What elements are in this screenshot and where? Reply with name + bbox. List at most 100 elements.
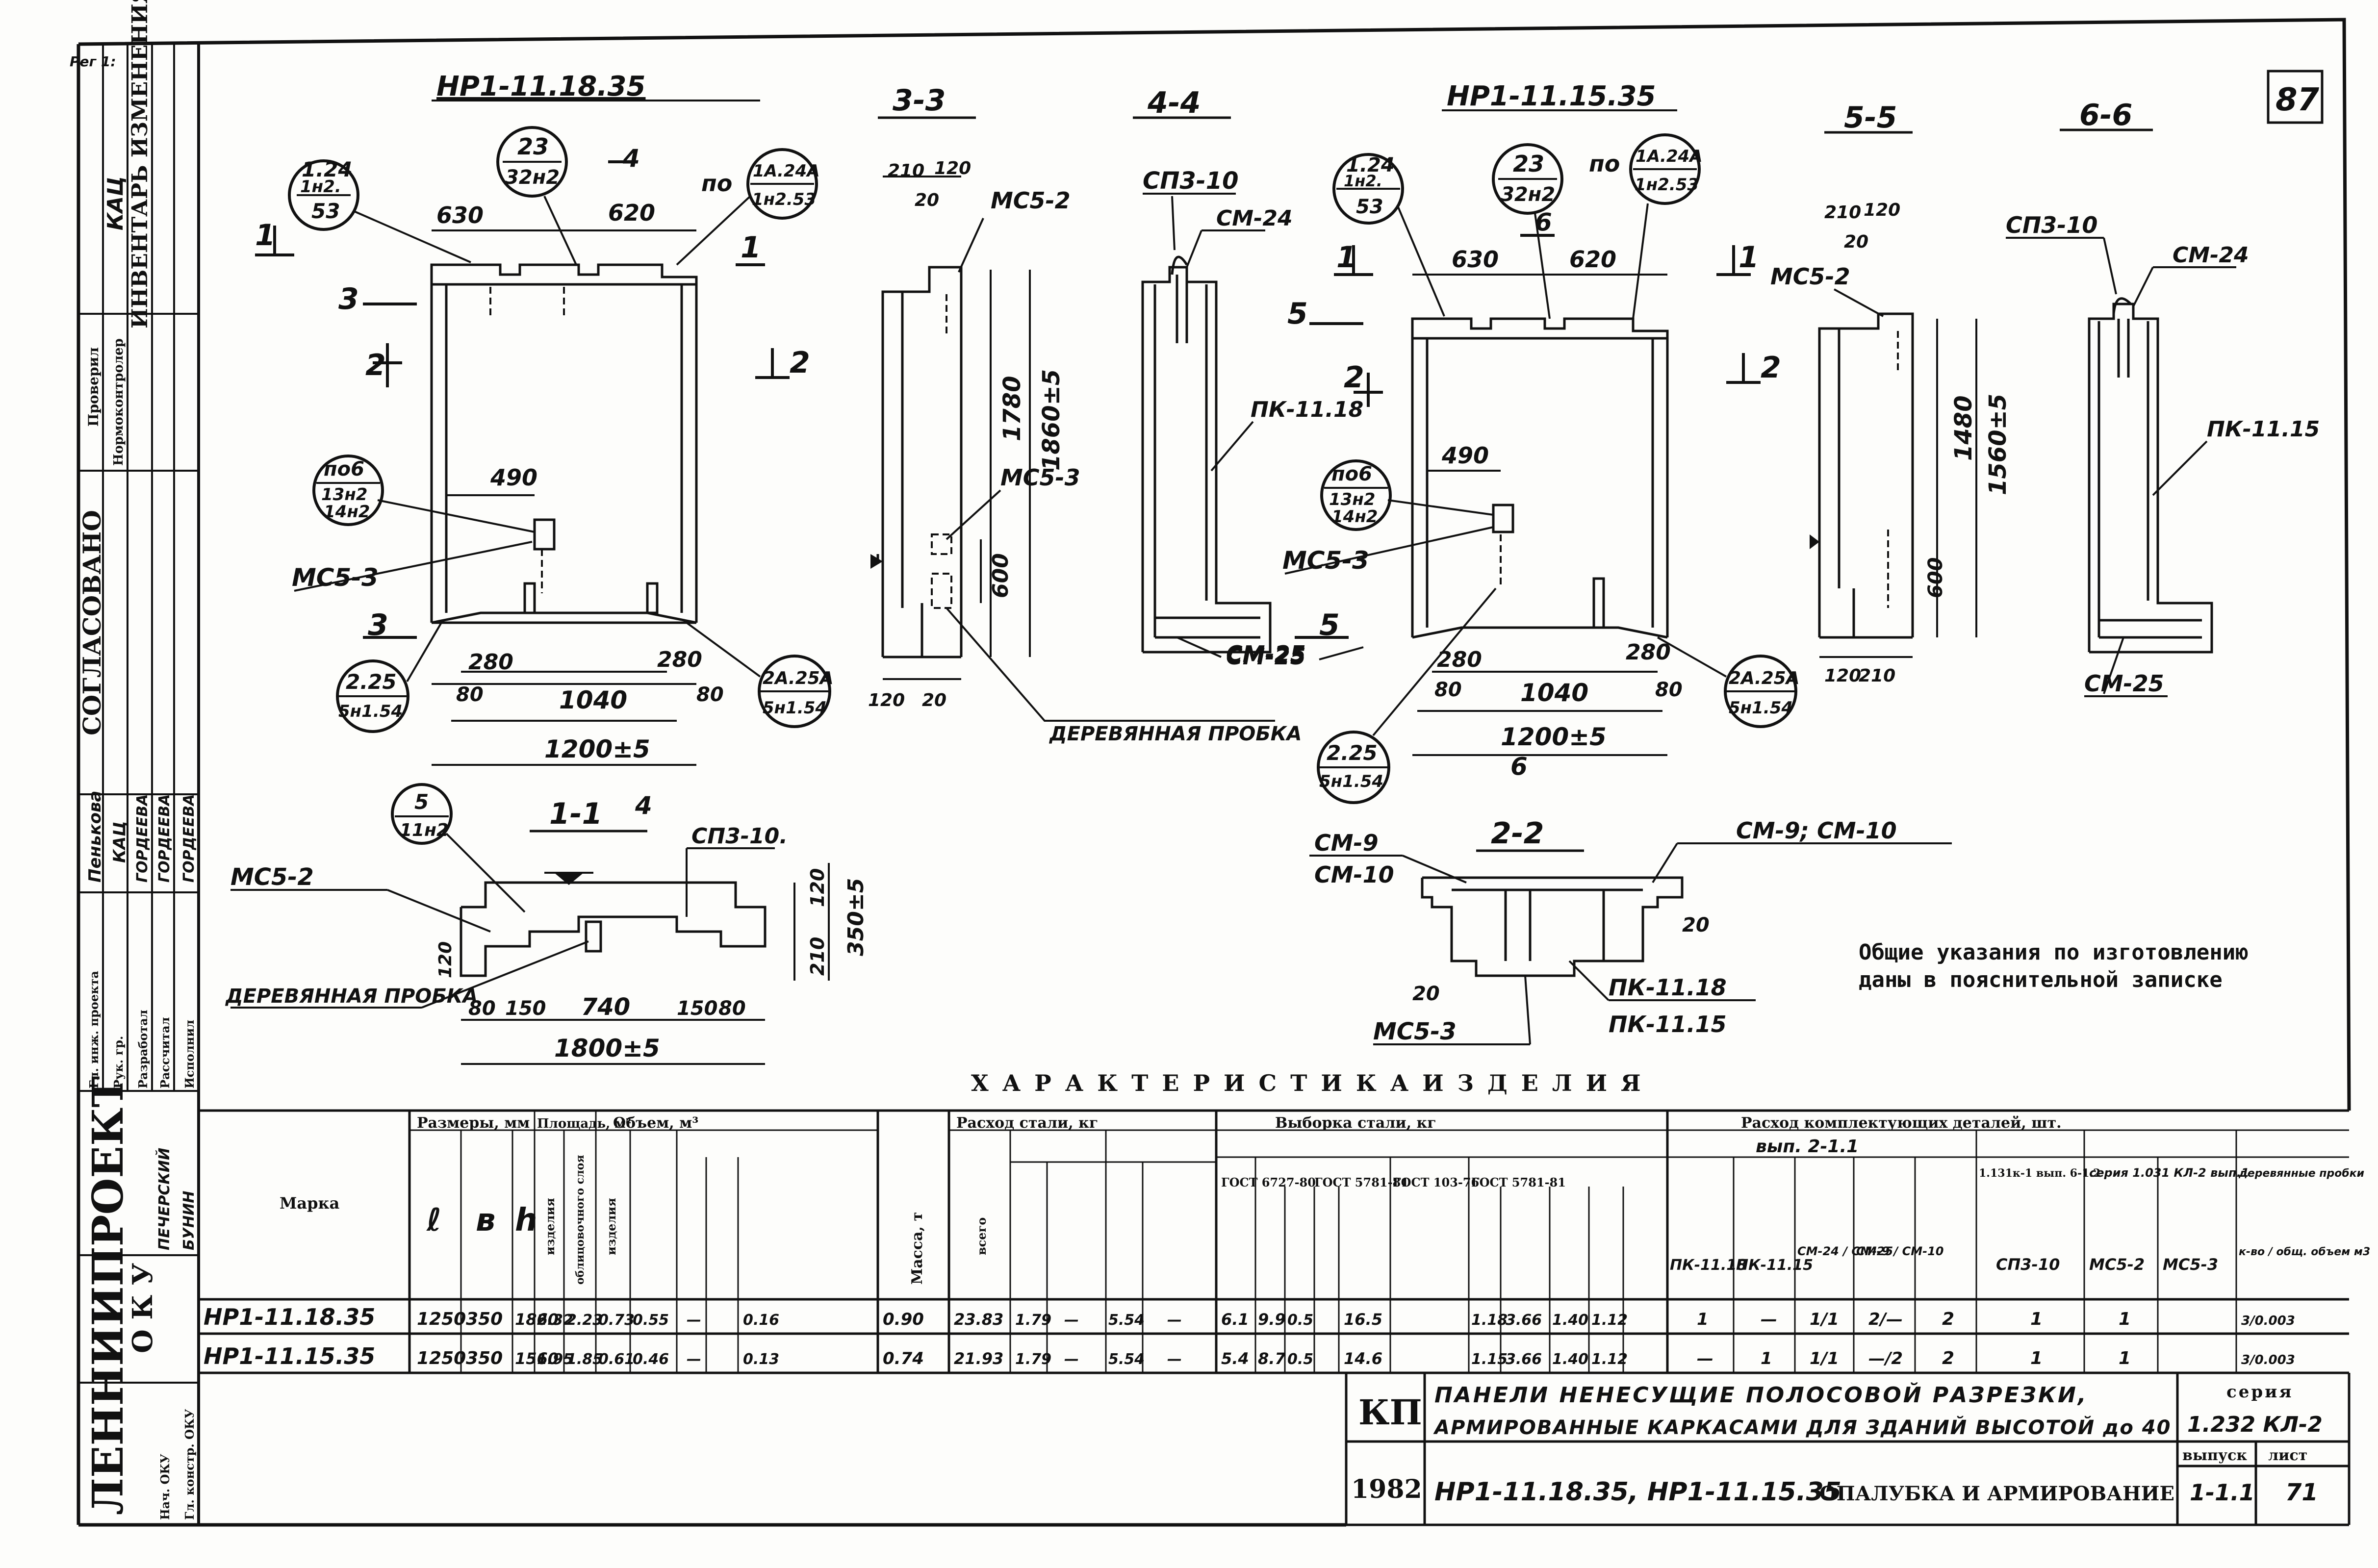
dim-80e: 80: [468, 997, 496, 1020]
cell-total: 23.83: [954, 1310, 1003, 1329]
label-pk1115: ПК-11.15: [2207, 417, 2320, 442]
label-pk1118: ПК-11.18: [1251, 397, 1363, 422]
callout6b-b: 5н1.54: [1729, 698, 1793, 718]
dim-150b: 150: [677, 997, 718, 1020]
dim-740: 740: [581, 993, 630, 1021]
sec33-title: 3-3: [893, 83, 946, 118]
tb-subtitle: ОПАЛУБКА И АРМИРОВАНИЕ: [1819, 1482, 2174, 1505]
dim-1040b: 1040: [1520, 679, 1588, 707]
svg-text:3: 3: [368, 608, 388, 642]
label-sm24: СМ-24: [1216, 206, 1293, 231]
dim-20d: 20: [1412, 983, 1440, 1005]
dim-120-s: 120: [868, 690, 905, 710]
table-title: Х А Р А К Т Е Р И С Т И К А И З Д Е Л И …: [971, 1070, 1644, 1096]
label-pk1115b: ПК-11.15: [1609, 1011, 1727, 1037]
tb-desc1: ПАНЕЛИ НЕНЕСУЩИЕ ПОЛОСОВОЙ РАЗРЕЗКИ,: [1434, 1382, 2088, 1408]
cell-b: 350: [466, 1309, 503, 1329]
dim-120d: 120: [807, 868, 828, 907]
sec22-title: 2-2: [1491, 816, 1544, 851]
section-2-2: 2-2 СМ-9 СМ-10 СМ-9; СМ-10 ПК-11.18 ПК-1…: [1309, 816, 1952, 1045]
cell-v1: 0.61: [598, 1351, 635, 1368]
front-1535-title: НР1-11.15.35: [1447, 80, 1656, 112]
cell-g4: 16.5: [1344, 1310, 1382, 1329]
tb-year: 1982: [1351, 1474, 1422, 1504]
callout5b-b: 5н1.54: [1319, 772, 1383, 791]
th-comp2: ПК-11.15: [1736, 1257, 1813, 1274]
dept-name: О К У: [127, 1263, 159, 1353]
sec66-title: 6-6: [2079, 98, 2132, 132]
sec55-title: 5-5: [1844, 101, 1897, 135]
svg-text:6: 6: [1510, 752, 1528, 781]
callout1-b: 1н2.: [300, 177, 341, 197]
dim-490b: 490: [1441, 442, 1489, 469]
dim-620b: 620: [1569, 246, 1616, 273]
label-pk1118b: ПК-11.18: [1609, 974, 1727, 1001]
cell-v2: 0.46: [633, 1351, 669, 1368]
cell-k2: —: [1761, 1310, 1777, 1329]
cell-mark: НР1-11.15.35: [204, 1343, 375, 1369]
dim-80b: 80: [696, 683, 724, 706]
callout6b-a: 2А.25А: [1729, 668, 1800, 688]
cell-k5: 2: [1942, 1309, 1954, 1329]
th-mass: Масса, т: [909, 1212, 926, 1285]
cell-z4: 1.12: [1591, 1351, 1628, 1368]
cell-s3: 5.54: [1108, 1351, 1145, 1368]
th-steel-select: Выборка стали, кг: [1275, 1114, 1436, 1132]
name-1: Пенькова: [85, 791, 105, 883]
cell-s1: 1.79: [1015, 1312, 1051, 1329]
organization-name: ЛЕННИИПРОЕКТ: [83, 1076, 133, 1515]
callout1-a: 1.24: [302, 157, 353, 181]
cell-k4: 2/—: [1868, 1310, 1903, 1329]
cell-k8: 3/0.003: [2241, 1314, 2295, 1328]
tb-code: КП: [1358, 1392, 1422, 1433]
cell-k1: 1: [1697, 1310, 1709, 1329]
cell-g1: 6.1: [1221, 1310, 1249, 1329]
cell-z1: 1.15: [1471, 1351, 1508, 1368]
callout3-po: по: [701, 170, 732, 197]
cell-v3: —: [687, 1312, 701, 1329]
dim-80: 80: [456, 683, 484, 706]
role-5: Исполнил: [182, 1020, 197, 1088]
cell-l: 1250: [417, 1309, 466, 1329]
svg-text:2: 2: [1344, 360, 1364, 395]
role-1: Гл. инж. проекта: [87, 971, 101, 1088]
sec11-title: 1-1: [549, 797, 602, 831]
tb-marks: НР1-11.18.35, НР1-11.15.35: [1434, 1477, 1841, 1507]
dim-1200b: 1200±5: [1501, 723, 1607, 751]
title-block: КП 1982 ПАНЕЛИ НЕНЕСУЩИЕ ПОЛОСОВОЙ РАЗРЕ…: [1345, 1373, 2351, 1526]
label-sm25: СМ-25: [1226, 641, 1306, 667]
cell-g2: 9.9: [1258, 1310, 1286, 1329]
svg-text:2: 2: [790, 346, 810, 380]
cell-v4: 0.13: [743, 1351, 779, 1368]
cell-h: 1860: [515, 1310, 559, 1329]
cell-h: 1560: [515, 1349, 559, 1368]
dim-600: 600: [988, 553, 1013, 598]
svg-text:1: 1: [1336, 240, 1357, 275]
dim-630: 630: [436, 202, 484, 228]
label-ms53d: МС5-3: [1373, 1018, 1457, 1045]
label-ms52-s: МС5-2: [230, 863, 314, 891]
th-comp3: СМ-24 / СМ-25: [1797, 1244, 1893, 1258]
cell-k3: 1/1: [1810, 1310, 1839, 1329]
sheet-frame: [77, 18, 2351, 1527]
dim-1780: 1780: [998, 376, 1026, 441]
th-steel: Расход стали, кг: [956, 1114, 1098, 1132]
label-ms53: МС5-3: [292, 563, 379, 592]
cell-g2: 8.7: [1258, 1349, 1286, 1368]
callout2b-a: 23: [1513, 151, 1544, 177]
callout3b-po: по: [1589, 151, 1620, 177]
cell-k3: 1/1: [1810, 1349, 1839, 1368]
dim-80d: 80: [1655, 679, 1683, 701]
th-gost1: ГОСТ 6727-80: [1221, 1175, 1316, 1189]
callout7-b: 11н2: [400, 820, 449, 840]
dim-210: 210: [888, 161, 924, 181]
role-3: Разработал: [136, 1010, 150, 1088]
cell-z3: 1.40: [1552, 1312, 1588, 1329]
page-number: 87: [2276, 82, 2320, 118]
dim-1860: 1860±5: [1038, 369, 1065, 471]
dim-210c: 210: [1859, 666, 1895, 686]
section-3-3: 3-3 210 120 20 МС5-2 1780 1860±5 600: [868, 83, 1302, 745]
dim-120: 120: [934, 158, 971, 178]
cell-g4: 14.6: [1344, 1349, 1382, 1368]
